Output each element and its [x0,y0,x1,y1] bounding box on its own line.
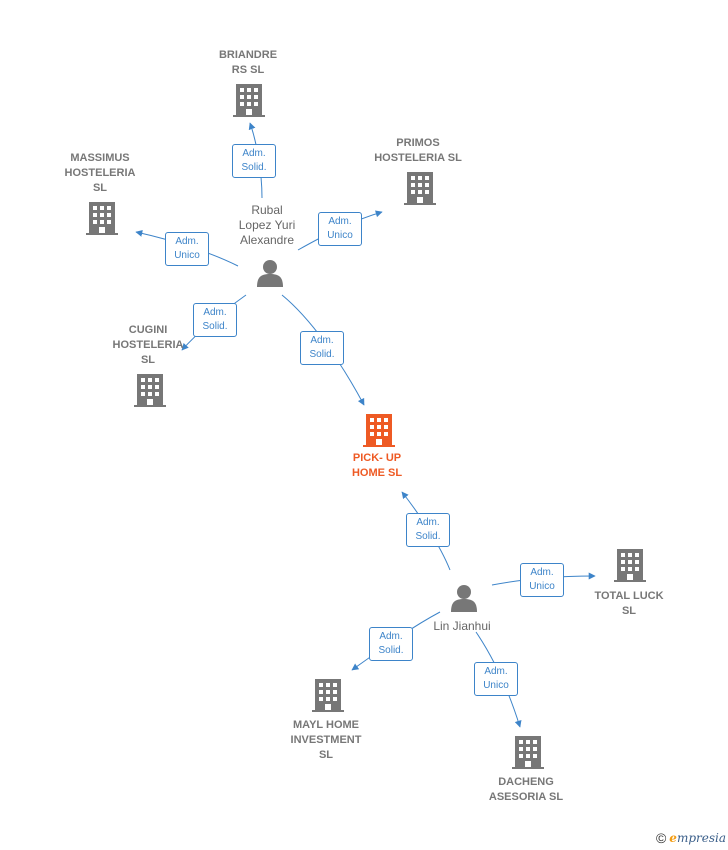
footer: © empresia [656,830,726,846]
edge-label-rubal-pickup: Adm. Solid. [300,331,344,365]
building-icon-cugini[interactable] [134,374,166,407]
person-label-rubal[interactable]: Rubal Lopez Yuri Alexandre [238,203,296,247]
brand-logo[interactable]: empresia [669,831,726,845]
company-label-briandre[interactable]: BRIANDRE RS SL [218,49,278,76]
building-icon-mayl[interactable] [312,679,344,712]
building-icon-briandre[interactable] [233,84,265,117]
building-icon-massimus[interactable] [86,202,118,235]
building-icon-pickup[interactable] [363,414,395,447]
company-label-massimus[interactable]: MASSIMUS HOSTELERIA SL [64,152,136,194]
person-icon-rubal[interactable] [257,260,283,287]
company-label-mayl[interactable]: MAYL HOME INVESTMENT SL [290,719,362,761]
building-icon-primos[interactable] [404,172,436,205]
building-icon-dacheng[interactable] [512,736,544,769]
copyright-icon: © [655,830,667,846]
person-icon-lin[interactable] [451,585,477,612]
edge-label-rubal-primos: Adm. Unico [318,212,362,246]
edge-label-lin-pickup: Adm. Solid. [406,513,450,547]
edge-label-rubal-massimus: Adm. Unico [165,232,209,266]
company-label-cugini[interactable]: CUGINI HOSTELERIA SL [112,324,184,366]
edge-label-rubal-cugini: Adm. Solid. [193,303,237,337]
building-icon-totalluck[interactable] [614,549,646,582]
company-label-primos[interactable]: PRIMOS HOSTELERIA SL [374,137,462,164]
edge-label-rubal-briandre: Adm. Solid. [232,144,276,178]
company-label-dacheng[interactable]: DACHENG ASESORIA SL [488,776,564,803]
company-label-pickup[interactable]: PICK- UP HOME SL [351,452,403,479]
edge-label-lin-totalluck: Adm. Unico [520,563,564,597]
person-label-lin[interactable]: Lin Jianhui [433,619,491,633]
edge-label-lin-dacheng: Adm. Unico [474,662,518,696]
edge-label-lin-mayl: Adm. Solid. [369,627,413,661]
company-label-totalluck[interactable]: TOTAL LUCK SL [594,590,664,617]
